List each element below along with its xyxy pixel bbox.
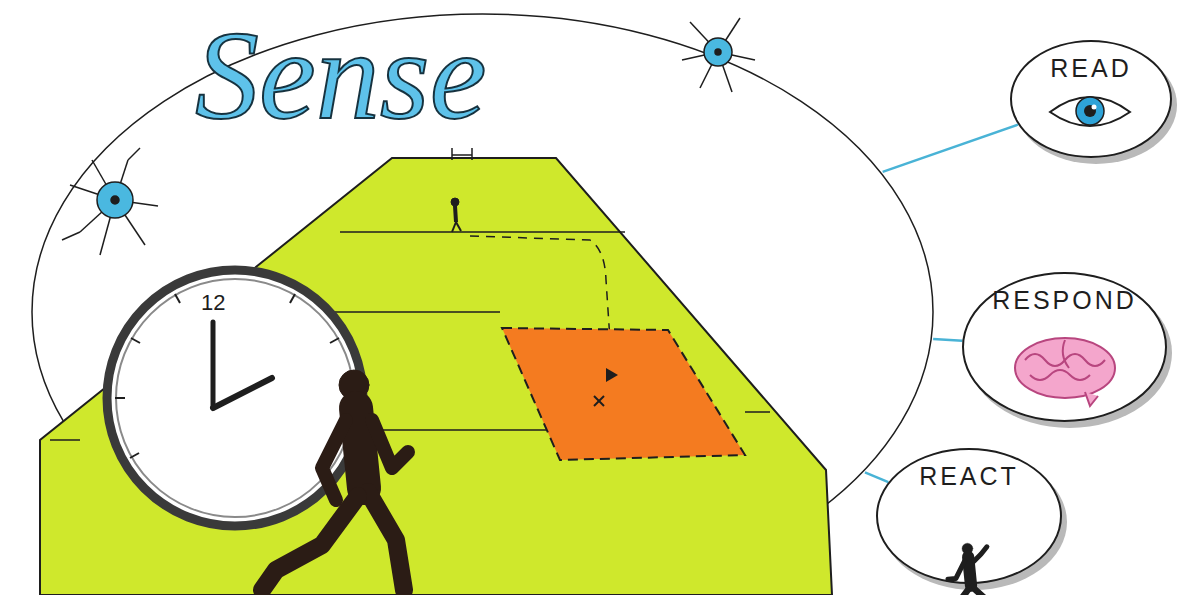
connector-line xyxy=(933,339,962,341)
brain-icon xyxy=(1015,338,1115,406)
run-path xyxy=(470,236,612,370)
clock-ticks xyxy=(115,294,355,458)
triangle-marker xyxy=(606,368,618,382)
hour-hand xyxy=(213,378,272,408)
goal-posts xyxy=(452,148,472,160)
heading-text: Sense xyxy=(195,2,486,149)
minute-hand xyxy=(211,322,216,408)
clock-number: 12 xyxy=(201,290,225,316)
react-circle: REACT xyxy=(876,448,1062,584)
node-label: RESPOND xyxy=(964,274,1165,315)
cross-marker xyxy=(594,396,604,406)
player-figure xyxy=(451,198,461,232)
pitch-line xyxy=(745,411,770,413)
clock-face xyxy=(107,270,363,526)
pitch-line xyxy=(370,429,560,431)
connector-line xyxy=(883,125,1018,172)
pitch xyxy=(40,158,832,595)
react-runner-icon xyxy=(934,543,991,595)
node-label: REACT xyxy=(878,450,1060,491)
read-circle: READ xyxy=(1010,40,1172,158)
runner-silhouette xyxy=(262,370,408,590)
connector-line xyxy=(865,472,888,482)
pitch-line xyxy=(290,311,500,313)
clock-rim xyxy=(116,279,354,517)
pitch-line xyxy=(340,231,625,233)
sense-oval: Sense xyxy=(30,12,935,595)
neuron-symbol xyxy=(682,18,755,92)
respond-circle: RESPOND xyxy=(962,272,1167,422)
pitch-line xyxy=(50,439,80,441)
eye-icon xyxy=(1050,97,1130,126)
node-label: READ xyxy=(1012,42,1170,83)
neuron-symbol xyxy=(62,148,158,255)
target-zone xyxy=(502,328,745,460)
